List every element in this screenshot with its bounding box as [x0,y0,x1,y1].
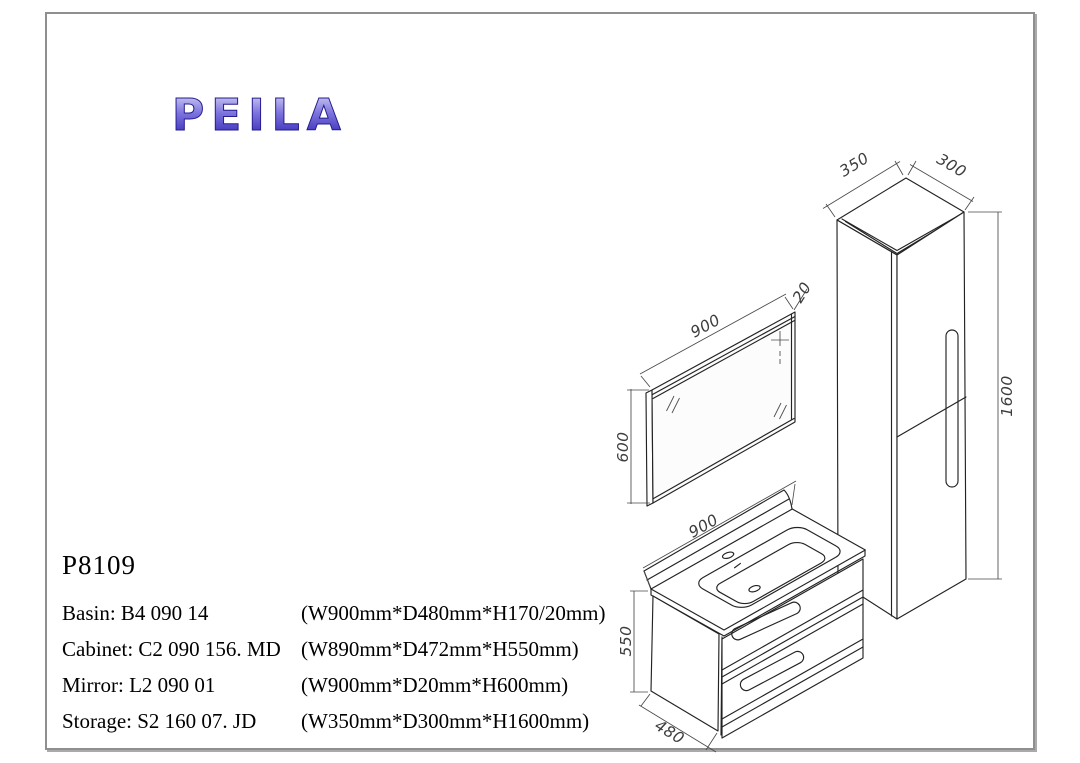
spec-dimensions: (W900mm*D20mm*H600mm) [301,672,569,697]
faucet-hole [720,551,736,560]
mirror-drawing: 900 20 600 [614,279,815,507]
drawer-handle-top [731,601,801,641]
vanity-countertop [651,509,865,630]
mirror-glass [651,311,796,504]
drawer-handle-bottom [739,650,805,692]
storage-width-dim: 300 [934,150,970,181]
vanity-height-dim: 550 [617,625,635,656]
spec-row-mirror: Mirror: L2 090 01 (W900mm*D20mm*H600mm) [62,667,605,703]
vanity-drawer-front [721,558,864,739]
vanity-side-panel [650,595,720,732]
vanity-depth-dim: 480 [652,716,688,748]
spec-list: Basin: B4 090 14 (W900mm*D480mm*H170/20m… [62,595,605,739]
spec-row-basin: Basin: B4 090 14 (W900mm*D480mm*H170/20m… [62,595,605,631]
spec-item-label: Mirror: L2 090 01 [62,672,216,697]
storage-door-split-line [896,396,967,438]
spec-item-label: Cabinet: C2 090 156. MD [62,636,281,661]
spec-item-label: Basin: B4 090 14 [62,600,209,625]
spec-dimensions: (W350mm*D300mm*H1600mm) [301,708,590,733]
basin-rim [693,524,846,610]
spec-dimensions: (W900mm*D480mm*H170/20mm) [301,600,606,625]
mirror-centerline-mark [771,331,789,367]
mirror-hatch-marks [666,395,787,420]
mirror-width-dim: 900 [688,311,724,342]
product-spec-block: P8109 Basin: B4 090 14 (W900mm*D480mm*H1… [62,550,605,739]
drain-hole [747,584,763,593]
vanity-drawing: 900 550 480 [617,480,866,753]
brand-logo-text: PEILA [172,90,348,141]
product-code: P8109 [62,550,137,580]
storage-door-handle [945,329,959,488]
spec-dimensions: (W890mm*D472mm*H550mm) [301,636,579,661]
mirror-height-dim: 600 [614,431,632,462]
overflow-slot [734,563,742,567]
mirror-thickness-dim: 20 [789,279,815,306]
storage-depth-dim: 350 [836,149,872,181]
storage-right-face [896,211,967,620]
basin-bowl-bottom [712,540,829,606]
storage-height-dim: 1600 [998,375,1016,416]
spec-row-storage: Storage: S2 160 07. JD (W350mm*D300mm*H1… [62,703,605,739]
spec-item-label: Storage: S2 160 07. JD [62,708,257,733]
brand-logo: PEILA [172,90,348,142]
spec-row-cabinet: Cabinet: C2 090 156. MD (W890mm*D472mm*H… [62,631,605,667]
storage-cabinet-drawing: 350 300 1600 [822,149,1016,620]
